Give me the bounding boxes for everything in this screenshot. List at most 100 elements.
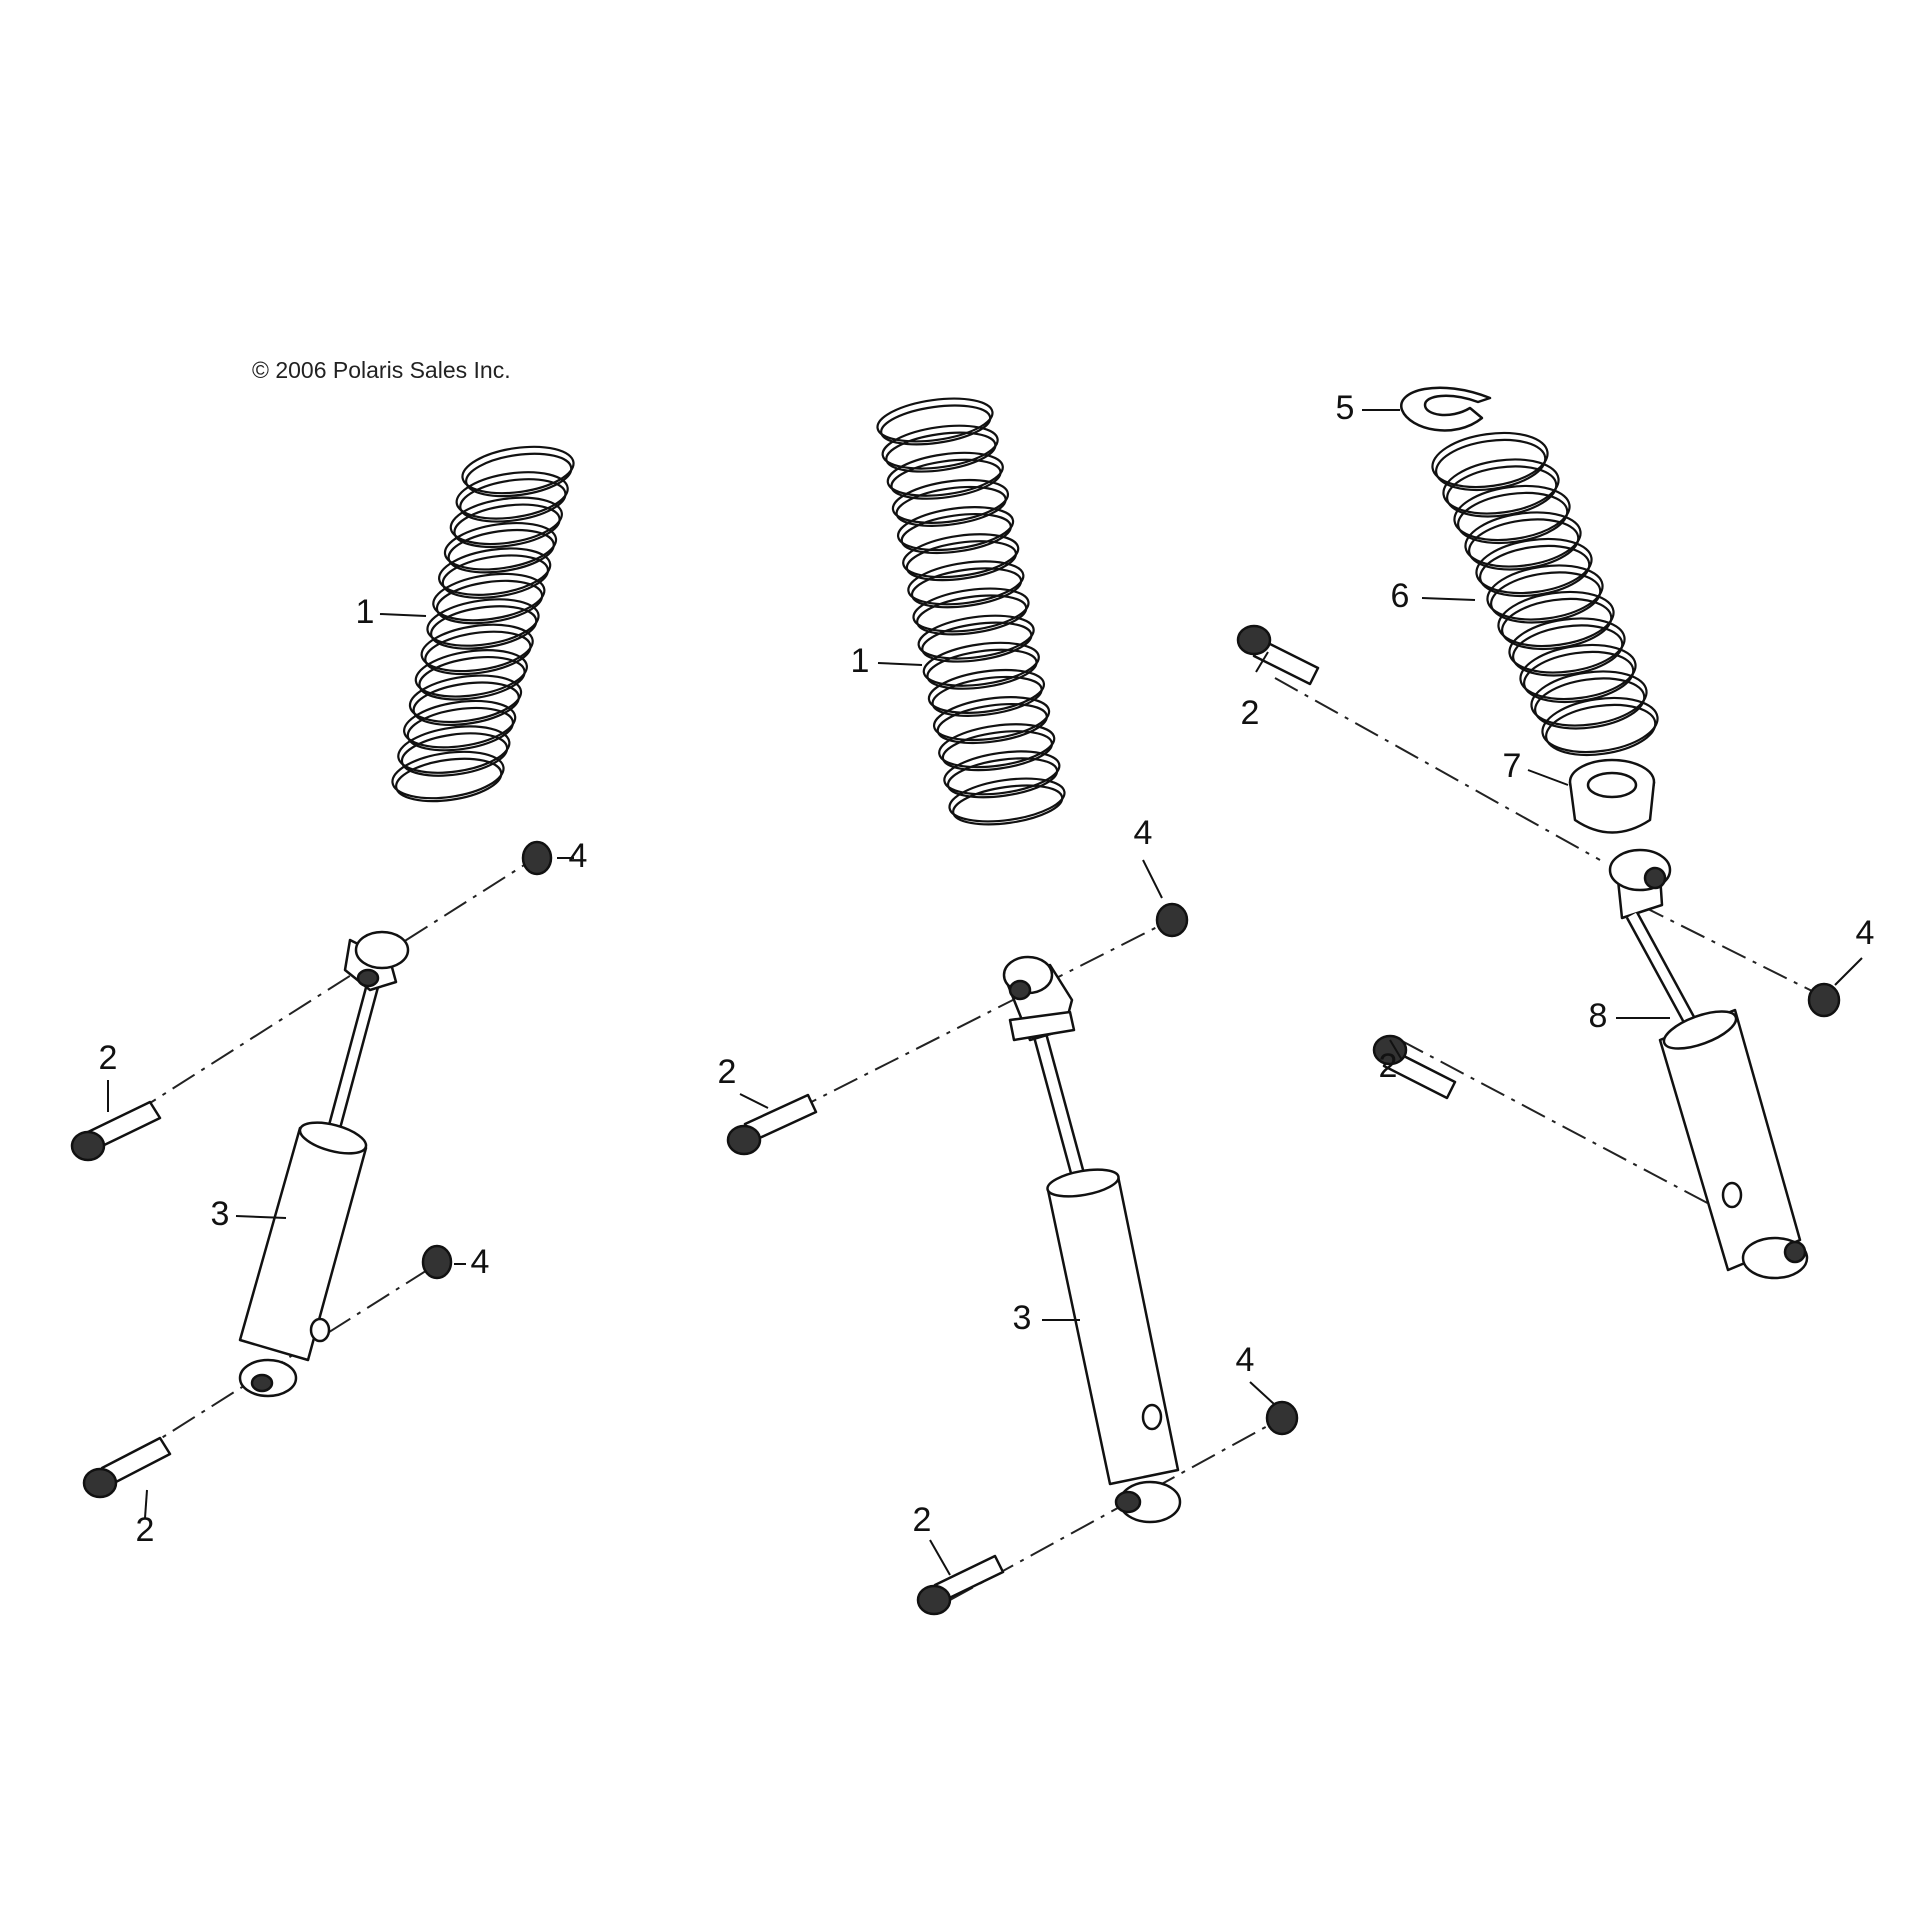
spring-coil [1468,518,1580,571]
spring-coil [1534,677,1646,730]
spring-coil [424,630,532,676]
spring-coil [1523,650,1635,704]
nut-middle-upper [1155,902,1189,938]
callout-2: 2 [718,1053,737,1091]
axis-line [1639,904,1831,1001]
spring-coil [1519,643,1637,701]
shock-absorber-right [1608,848,1809,1280]
callout-7: 7 [1503,747,1522,785]
callout-2: 2 [136,1511,155,1549]
left-assembly [70,445,575,1499]
callout-4: 4 [1236,1341,1255,1379]
spring-coil [447,528,555,574]
bolt-left-upper [70,1100,162,1162]
spring-coil [907,560,1025,606]
callout-1: 1 [356,593,375,631]
callout-2: 2 [1241,694,1260,732]
spring-coil [932,696,1051,742]
nut-left-lower [421,1244,453,1280]
spring-coil [943,750,1061,796]
spring-coil [461,445,575,495]
callout-2: 2 [99,1039,118,1077]
spring-coil [902,533,1020,579]
spring-coil [443,522,558,571]
spring-coil [1486,564,1604,621]
spring-coil [922,641,1040,687]
nut-middle-lower [1265,1400,1299,1436]
nut-right [1807,982,1841,1018]
spring-coil [896,506,1015,552]
spring-retainer-clip [1400,386,1492,432]
spring-coil [406,706,515,752]
spring-coil [880,404,992,446]
spring-coil [881,424,999,470]
spring-coil [1431,431,1549,489]
callouts: 1 2 3 4 4 2 1 2 4 3 4 2 5 [99,389,1874,1576]
spring-coil [952,784,1064,826]
spring-coil [895,485,1007,527]
spring-coil [891,478,1010,524]
axis-line [1399,1039,1731,1216]
spring-coil [1435,438,1547,492]
axis-line [949,1417,1283,1601]
spring-coil [395,757,503,803]
spring-coil [441,554,550,599]
spring-coil [1530,670,1648,727]
spring-coil [1490,571,1602,624]
spring-coil [905,540,1018,582]
shock-absorber-middle [1002,955,1182,1524]
spring-coil [414,649,528,698]
shock-absorber-left [238,930,410,1398]
spring-coil [459,478,567,523]
spring-coil [432,572,546,622]
spring-coil [426,598,540,647]
spring-coil [403,699,517,749]
spring-coil [938,723,1056,769]
bolt-middle-lower [916,1554,1005,1616]
spring-coil [1464,511,1582,568]
spring-coil [420,623,534,673]
right-assembly [1236,386,1841,1280]
spring-coil [397,725,511,774]
spring-coil [408,674,523,723]
callout-5: 5 [1336,389,1355,427]
callout-4: 4 [471,1243,490,1281]
spring-coil [1446,465,1558,518]
bolt-left-lower [82,1436,172,1499]
spring-coil [1497,590,1615,648]
spring-coil [430,605,538,650]
coil-spring-left [391,445,575,803]
bolt-middle-upper [726,1093,818,1156]
nut-left-upper [521,840,553,876]
copyright-notice: © 2006 Polaris Sales Inc. [252,357,511,383]
callout-6: 6 [1391,577,1410,615]
spring-coil [886,451,1004,497]
axis-line [751,917,1176,1133]
callout-2: 2 [1379,1047,1398,1085]
spring-coil [916,594,1028,636]
spring-coil [1457,491,1569,545]
callout-1: 1 [851,642,870,680]
spring-coil [453,503,561,549]
spring-coil [1508,617,1626,674]
spring-coil [412,681,520,726]
spring-coil [900,513,1012,555]
coil-spring-right [1431,431,1659,757]
coil-spring-middle [876,397,1066,826]
spring-coil [946,757,1059,799]
spring-coil [912,587,1030,633]
callout-4: 4 [569,837,588,875]
spring-coil [1453,484,1571,542]
bolt-right-upper [1236,624,1320,686]
spring-coil [927,668,1046,714]
callout-3: 3 [211,1195,230,1233]
bolt-right-lower [1372,1034,1457,1100]
spring-coil [1545,703,1657,757]
spring-coil [876,397,994,443]
spring-coil [931,675,1043,717]
callout-3: 3 [1013,1299,1032,1337]
spring-coil [400,732,509,777]
spring-coil [1442,458,1560,515]
spring-coil [926,648,1038,690]
spring-coil [465,452,573,498]
